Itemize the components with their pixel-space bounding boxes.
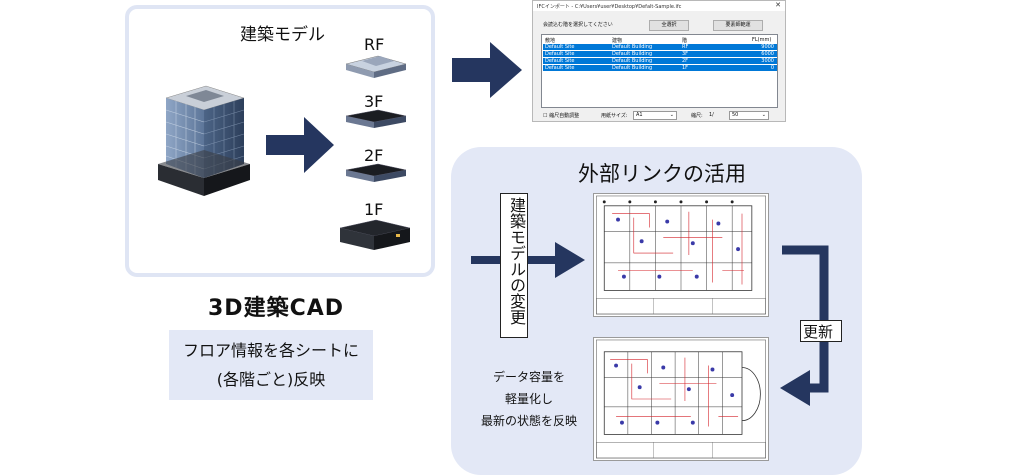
floor-label-rf: RF — [364, 35, 385, 54]
floor-label-2f: 2F — [364, 146, 384, 165]
auto-adjust-checkbox[interactable]: ☐ 縮尺自動調整 — [543, 113, 580, 119]
dialog-title: IFCインポート - C:¥Users¥user¥Desktop¥Defalt-… — [537, 4, 682, 10]
cell-site: Default Site — [545, 51, 575, 57]
floor-plan-drawing-after — [593, 337, 769, 461]
model-change-label-box — [500, 193, 528, 338]
note-line: (各階ごと)反映 — [216, 370, 326, 389]
cell-floor: 2F — [682, 58, 689, 64]
arrow-right-icon — [452, 42, 522, 98]
note-line: フロア情報を各シートに — [182, 341, 359, 360]
header-fl: FL(mm) — [752, 37, 772, 43]
note-line: データ容量を — [492, 370, 565, 384]
dialog-prompt: 会読込む階を選択してください — [543, 22, 613, 28]
cell-fl: 6000 — [761, 51, 774, 57]
scale-label: 縮尺: — [691, 113, 703, 119]
floor-slab-3f — [345, 109, 407, 128]
model-label: 建築モデル — [240, 25, 325, 45]
dialog-title-bar: IFCインポート - C:¥Users¥user¥Desktop¥Defalt-… — [533, 1, 785, 11]
select-all-button[interactable]: 全選択 — [649, 20, 689, 31]
floor-info-note: フロア情報を各シートに (各階ごと)反映 — [169, 330, 373, 400]
floor-label-3f: 3F — [364, 92, 384, 111]
cell-floor: 3F — [682, 51, 689, 57]
table-row[interactable]: Default Site Default Building 3F 6000 — [543, 51, 777, 57]
cell-site: Default Site — [545, 58, 575, 64]
cell-building: Default Building — [612, 65, 653, 71]
header-site: 敷地 — [545, 38, 556, 44]
cell-floor: 1F — [682, 65, 689, 71]
scale-value: 50 — [732, 112, 739, 118]
cell-fl: 3000 — [761, 58, 774, 64]
lightweight-note: データ容量を 軽量化し 最新の状態を反映 — [474, 366, 584, 432]
building-3d-image — [158, 85, 250, 196]
header-floor: 階 — [682, 38, 688, 44]
paper-size-label: 用紙サイズ: — [601, 113, 628, 119]
cell-fl: 9000 — [761, 44, 774, 50]
ifc-import-dialog: IFCインポート - C:¥Users¥user¥Desktop¥Defalt-… — [532, 0, 786, 122]
cell-fl: 0 — [770, 65, 774, 71]
paper-size-select[interactable]: A1 ⌄ — [633, 111, 677, 120]
external-link-title: 外部リンクの活用 — [578, 162, 746, 186]
chevron-down-icon: ⌄ — [761, 112, 766, 118]
cell-building: Default Building — [612, 51, 653, 57]
floor-label-1f: 1F — [364, 200, 384, 219]
note-line: 最新の状態を反映 — [480, 414, 577, 428]
floor-slab-rf — [345, 55, 407, 78]
arrow-right-icon — [266, 117, 334, 173]
floor-plan-drawing-before — [593, 193, 769, 317]
cell-building: Default Building — [612, 44, 653, 50]
update-label-box — [800, 320, 842, 342]
close-icon[interactable]: ✕ — [775, 1, 781, 9]
floor-slab-2f — [345, 163, 407, 182]
arrow-right-icon — [471, 242, 585, 278]
note-line: 軽量化し — [504, 392, 553, 406]
chevron-down-icon: ⌄ — [669, 112, 674, 118]
table-row[interactable]: Default Site Default Building RF 9000 — [543, 44, 777, 50]
cad-title: 3D建築CAD — [208, 296, 345, 321]
table-row[interactable]: Default Site Default Building 1F 0 — [543, 65, 777, 71]
model-change-label: 建築モデルの変更 — [507, 197, 526, 325]
cell-building: Default Building — [612, 58, 653, 64]
header-building: 建物 — [612, 38, 623, 44]
paper-size-value: A1 — [636, 112, 643, 118]
floor-list[interactable]: 敷地 建物 階 FL(mm) Default Site Default Buil… — [541, 34, 778, 108]
update-arrow-icon — [780, 245, 829, 406]
floor-slab-1f — [339, 219, 411, 250]
auto-adjust-label: 縮尺自動調整 — [549, 113, 580, 119]
table-row[interactable]: Default Site Default Building 2F 3000 — [543, 58, 777, 64]
deselect-button[interactable]: 要素師範運 — [713, 20, 763, 31]
cell-site: Default Site — [545, 44, 575, 50]
cell-floor: RF — [682, 44, 689, 50]
cell-site: Default Site — [545, 65, 575, 71]
scale-select[interactable]: 50 ⌄ — [729, 111, 769, 120]
scale-prefix: 1/ — [709, 112, 714, 118]
update-label: 更新 — [803, 323, 834, 341]
